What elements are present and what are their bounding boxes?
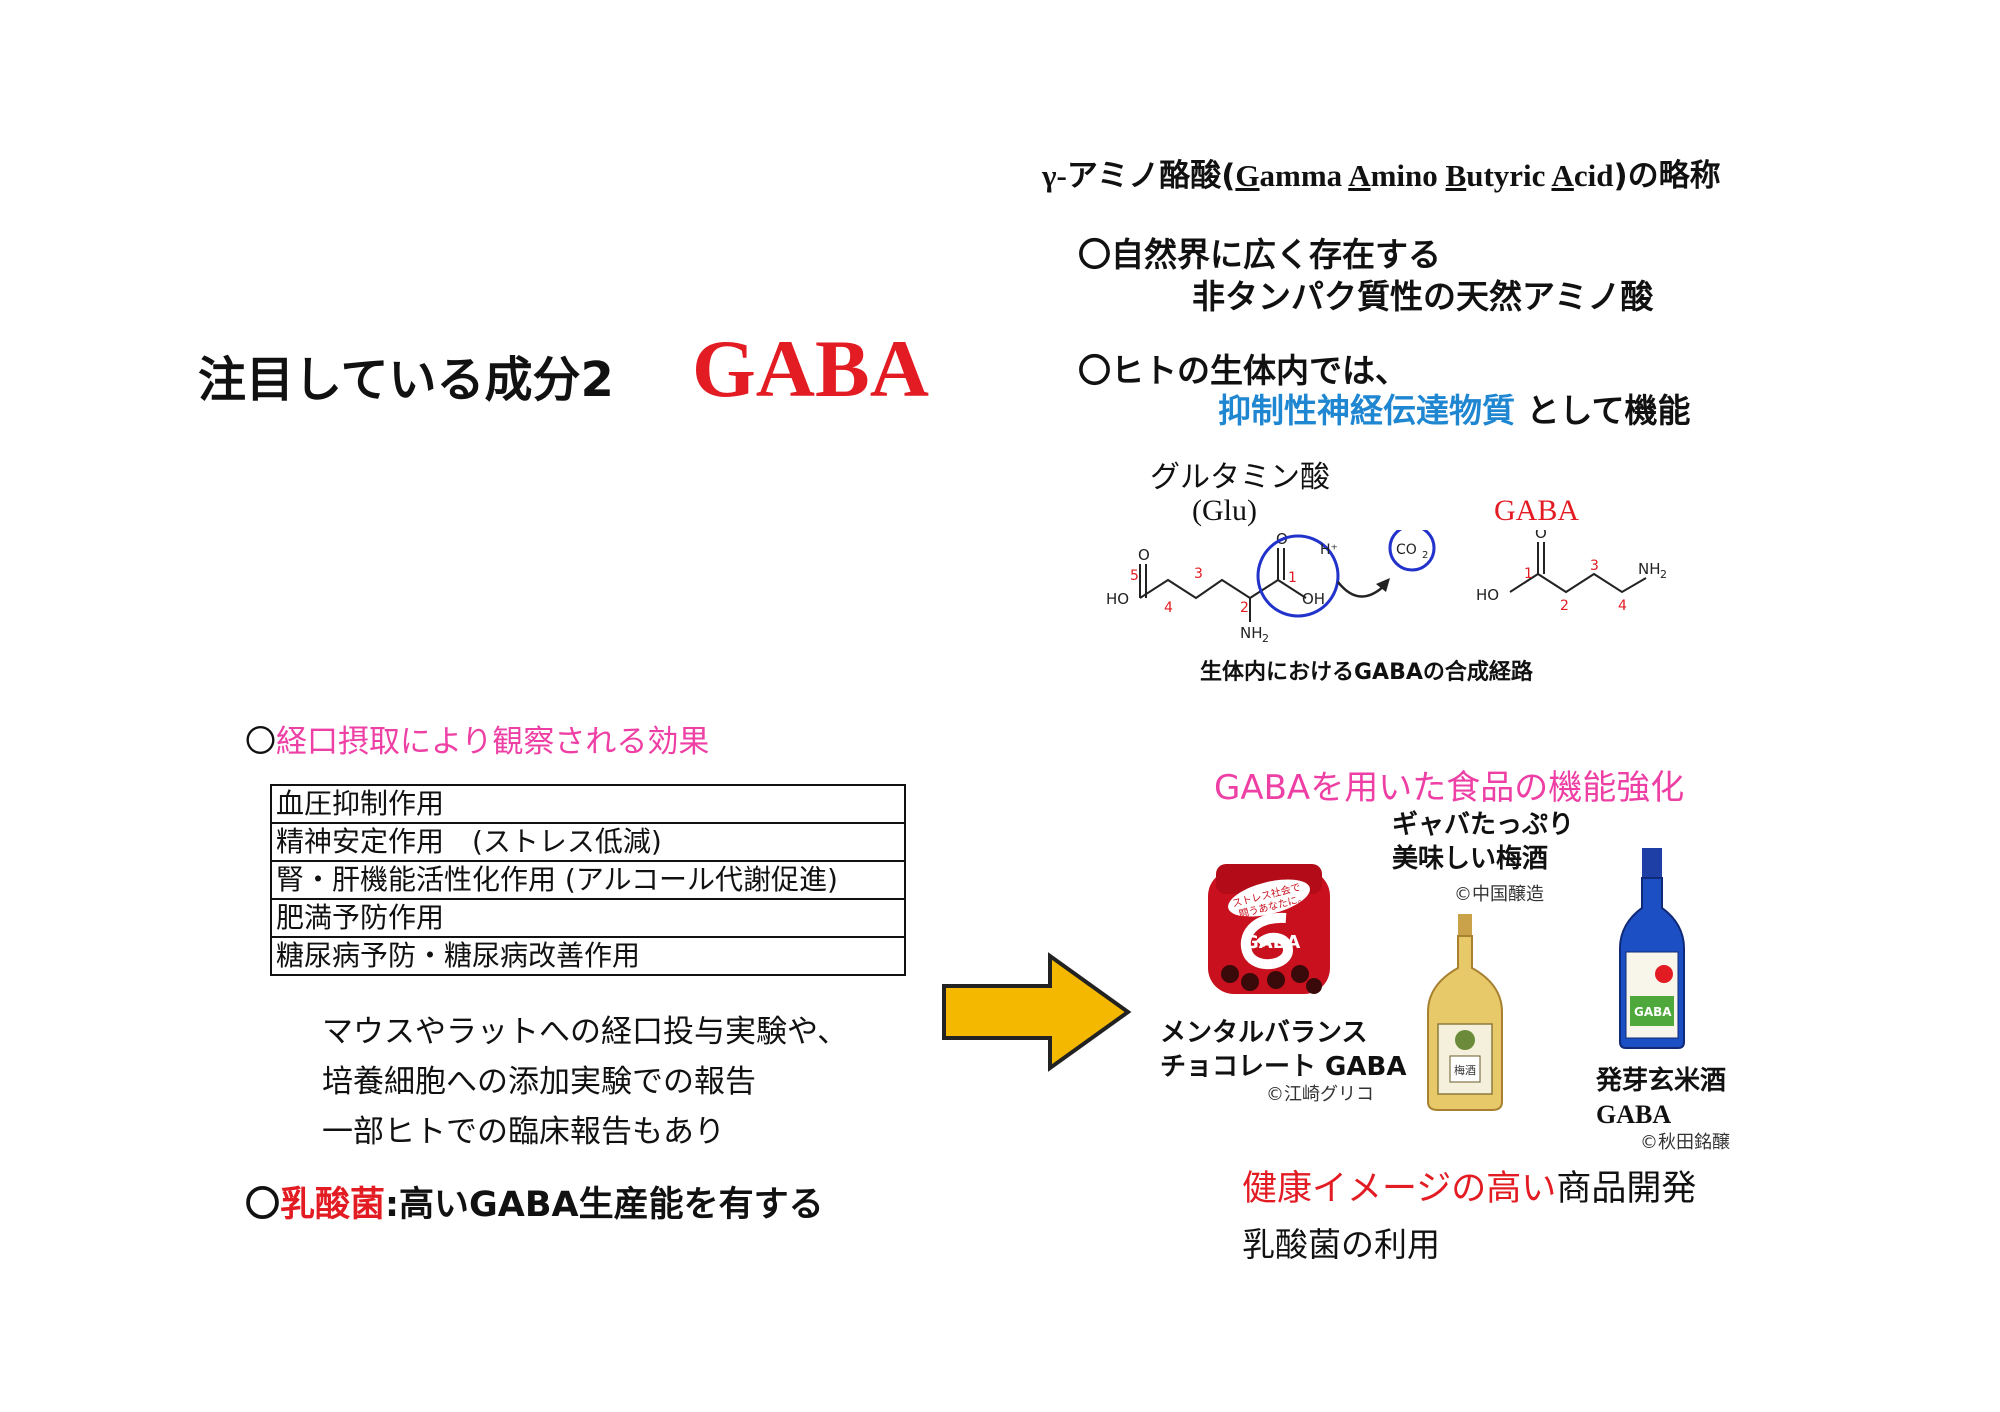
effects-heading: 〇経口摂取により観察される効果 (245, 724, 710, 760)
gaba-chain (1509, 572, 1647, 594)
svg-text:GABA: GABA (1634, 1005, 1672, 1019)
definition-tail: )の略称 (1613, 158, 1721, 194)
gaba-nh: NH (1638, 560, 1661, 578)
umeshu-name: ギャバたっぷり美味しい梅酒 (1392, 810, 1575, 874)
glu-o: O (1138, 546, 1150, 564)
gaba-o: O (1535, 530, 1547, 542)
gaba-title: GABA (692, 323, 929, 414)
point-nature-line2: 非タンパク質性の天然アミノ酸 (1192, 277, 1654, 316)
carboxyl-circle (1256, 534, 1340, 618)
co2-circle (1388, 530, 1436, 572)
point-nature: 〇自然界に広く存在する (1078, 235, 1441, 274)
gamma-symbol: γ- (1042, 158, 1067, 193)
umeshu-credit: ©中国醸造 (1454, 884, 1544, 905)
glutamic-acid-label: グルタミン酸 (1150, 460, 1330, 495)
gaba-definition: γ-アミノ酪酸(Gamma Amino Butyric Acid)の略称 (1042, 150, 1721, 195)
table-row: 腎・肝機能活性化作用 (アルコール代謝促進) (270, 860, 906, 900)
slide-title: 注目している成分2 (198, 352, 614, 408)
gaba-ho: HO (1476, 586, 1499, 604)
chocolate-name: メンタルバランスチョコレート GABA (1160, 1018, 1407, 1082)
glu-oh: OH (1302, 590, 1325, 608)
carbon-number: 2 (1240, 600, 1249, 616)
co2-label: CO (1396, 542, 1417, 558)
pathway-caption: 生体内におけるGABAの合成経路 (1200, 660, 1533, 685)
food-heading: GABAを用いた食品の機能強化 (1214, 768, 1685, 808)
glu-chain (1139, 578, 1307, 600)
bacteria-use-line: 乳酸菌の利用 (1242, 1225, 1440, 1264)
gaba-product-label: GABA (1494, 494, 1580, 527)
note-line: 培養細胞への添加実験での報告 (322, 1064, 756, 1100)
carbon-number: 2 (1560, 598, 1569, 614)
reaction-arrow (1337, 581, 1387, 598)
table-row: 精神安定作用 (ストレス低減) (270, 822, 906, 862)
note-line: 一部ヒトでの臨床報告もあり (322, 1114, 725, 1150)
glu-abbr-label: (Glu) (1192, 494, 1257, 527)
definition-english: Gamma Amino Butyric Acid (1235, 158, 1614, 193)
definition-jp: アミノ酪酸( (1066, 158, 1236, 194)
genmai-sake-credit: ©秋田銘醸 (1640, 1132, 1730, 1153)
lactic-acid-bacteria-line: 〇乳酸菌:高いGABA生産能を有する (245, 1185, 824, 1225)
glu-nh-sub: 2 (1262, 632, 1269, 645)
point-human: 〇ヒトの生体内では、 (1078, 351, 1408, 390)
point-human-line2: 抑制性神経伝達物質 として機能 (1218, 391, 1691, 430)
carbon-number: 1 (1288, 570, 1297, 586)
chocolate-package-image: ストレス社会で 闘うあなたに。 GABA (1208, 864, 1330, 994)
table-row: 糖尿病予防・糖尿病改善作用 (270, 936, 906, 976)
table-row: 肥満予防作用 (270, 898, 906, 938)
umeshu-bottle-image: 梅酒 (1427, 914, 1503, 1111)
gaba-nh-sub: 2 (1660, 568, 1667, 581)
carbon-number: 1 (1524, 566, 1533, 582)
carbon-number: 3 (1590, 558, 1599, 574)
yellow-arrow-icon (942, 952, 1132, 1072)
note-line: マウスやラットへの経口投与実験や、 (322, 1014, 849, 1050)
product-development-line: 健康イメージの高い商品開発 (1242, 1169, 1697, 1209)
carbon-number: 4 (1164, 600, 1173, 616)
synthesis-pathway-diagram: HO O O OH NH 2 5 4 3 2 1 H⁺ CO 2 HO O NH… (1106, 530, 1667, 645)
carbon-number: 4 (1618, 598, 1627, 614)
carbon-number: 3 (1194, 566, 1203, 582)
svg-text:梅酒: 梅酒 (1454, 1063, 1476, 1077)
inhibitory-neurotransmitter: 抑制性神経伝達物質 (1218, 391, 1515, 430)
proton-label: H⁺ (1320, 542, 1338, 558)
chocolate-credit: ©江崎グリコ (1266, 1084, 1374, 1105)
glu-nh: NH (1240, 624, 1263, 642)
genmai-sake-bottle-image: GABA (1619, 848, 1685, 1049)
svg-text:GABA: GABA (1244, 932, 1300, 953)
carbon-number: 5 (1130, 568, 1139, 584)
co2-sub: 2 (1422, 550, 1428, 561)
glu-ho: HO (1106, 590, 1129, 608)
effects-table: 血圧抑制作用 精神安定作用 (ストレス低減) 腎・肝機能活性化作用 (アルコール… (270, 784, 906, 976)
reaction-arrowhead (1376, 578, 1390, 592)
table-row: 血圧抑制作用 (270, 784, 906, 824)
